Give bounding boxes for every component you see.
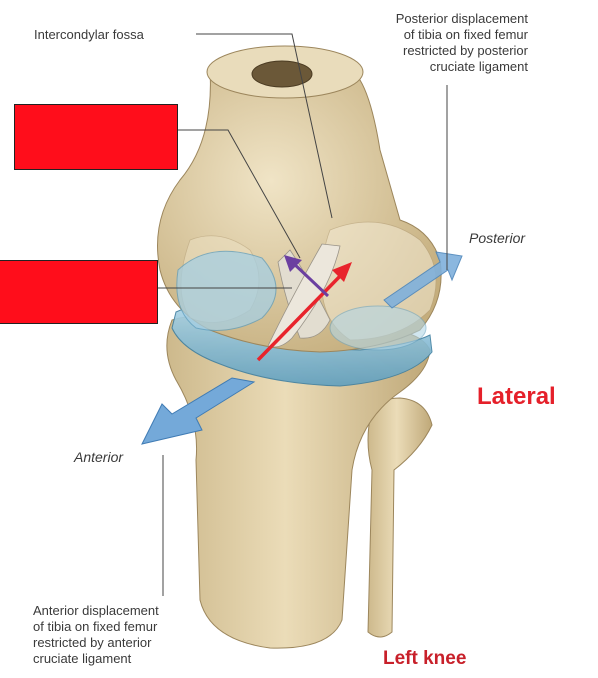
anterior-displacement-line: of tibia on fixed femur xyxy=(33,619,158,634)
lateral-label: Lateral xyxy=(477,383,556,410)
leader-lines xyxy=(158,33,448,596)
anterior-label: Anterior xyxy=(74,449,124,465)
fibula xyxy=(367,397,433,638)
anterior-displacement-line: Anterior displacement xyxy=(33,603,159,618)
posterior-arrow xyxy=(383,251,463,309)
posterior-displacement-line: cruciate ligament xyxy=(429,59,528,74)
lateral-cartilage xyxy=(329,305,427,351)
left-knee-label: Left knee xyxy=(383,648,467,669)
redacted-label-box-2 xyxy=(0,260,158,324)
cruciate-ligaments xyxy=(267,243,341,348)
anterior-displacement-line: restricted by anterior xyxy=(33,635,152,650)
posterior-displacement-line: restricted by posterior xyxy=(403,43,528,58)
medial-cartilage xyxy=(176,250,277,331)
posterior-displacement-line: Posterior displacement xyxy=(395,11,528,26)
redacted-label-box-1 xyxy=(14,104,178,170)
anterior-displacement-label: Anterior displacement of tibia on fixed … xyxy=(33,603,233,667)
posterior-displacement-line: of tibia on fixed femur xyxy=(403,27,528,42)
acl-arrow xyxy=(256,262,352,362)
anterior-displacement-line: cruciate ligament xyxy=(33,651,132,666)
pcl-arrow xyxy=(284,255,330,298)
posterior-displacement-label: Posterior displacement of tibia on fixed… xyxy=(318,11,528,75)
posterior-label: Posterior xyxy=(469,230,526,246)
intercondylar-fossa-label: Intercondylar fossa xyxy=(34,27,144,42)
anterior-arrow xyxy=(141,377,256,445)
